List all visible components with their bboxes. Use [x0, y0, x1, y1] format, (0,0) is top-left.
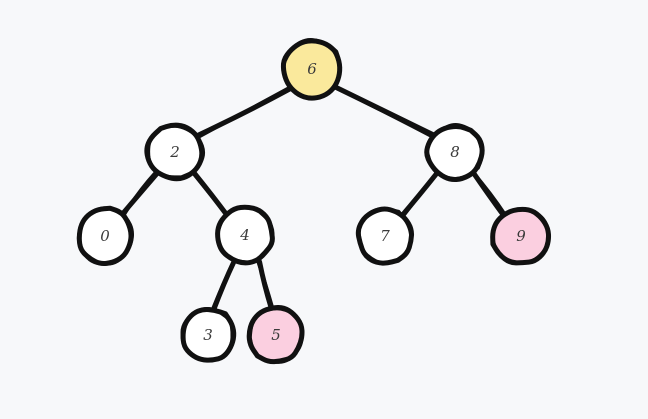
node-fill — [359, 209, 411, 263]
tree-edge — [118, 170, 160, 218]
tree-edge — [332, 84, 440, 140]
tree-edge — [193, 86, 293, 140]
node-outline — [180, 307, 234, 363]
node-outline — [146, 124, 206, 179]
tree-edge — [470, 169, 508, 219]
tree-node-9[interactable]: 9 — [490, 206, 552, 266]
node-fill — [284, 40, 339, 98]
node-outline — [425, 123, 484, 181]
tree-node-7[interactable]: 7 — [355, 206, 415, 266]
node-outline — [76, 206, 135, 266]
tree-edge — [211, 258, 237, 313]
tree-node-3[interactable]: 3 — [180, 307, 237, 363]
tree-node-2[interactable]: 2 — [144, 122, 206, 182]
node-outline — [215, 205, 275, 265]
tree-edge — [256, 259, 275, 311]
node-outline — [357, 207, 413, 265]
node-fill — [148, 126, 201, 177]
tree-edge — [399, 170, 440, 219]
node-fill — [79, 208, 131, 264]
tree-node-8[interactable]: 8 — [424, 123, 485, 183]
tree-node-6[interactable]: 6 — [280, 38, 343, 101]
node-outline — [281, 38, 342, 100]
node-fill — [427, 127, 482, 178]
tree-node-4[interactable]: 4 — [215, 204, 275, 266]
node-fill — [217, 208, 272, 261]
edge-layer — [118, 84, 508, 313]
tree-node-5[interactable]: 5 — [246, 304, 305, 365]
node-outline — [490, 208, 550, 265]
node-fill — [493, 210, 549, 263]
node-fill — [250, 308, 302, 362]
node-fill — [183, 309, 232, 361]
node-outline — [248, 306, 304, 364]
tree-node-0[interactable]: 0 — [76, 205, 135, 266]
